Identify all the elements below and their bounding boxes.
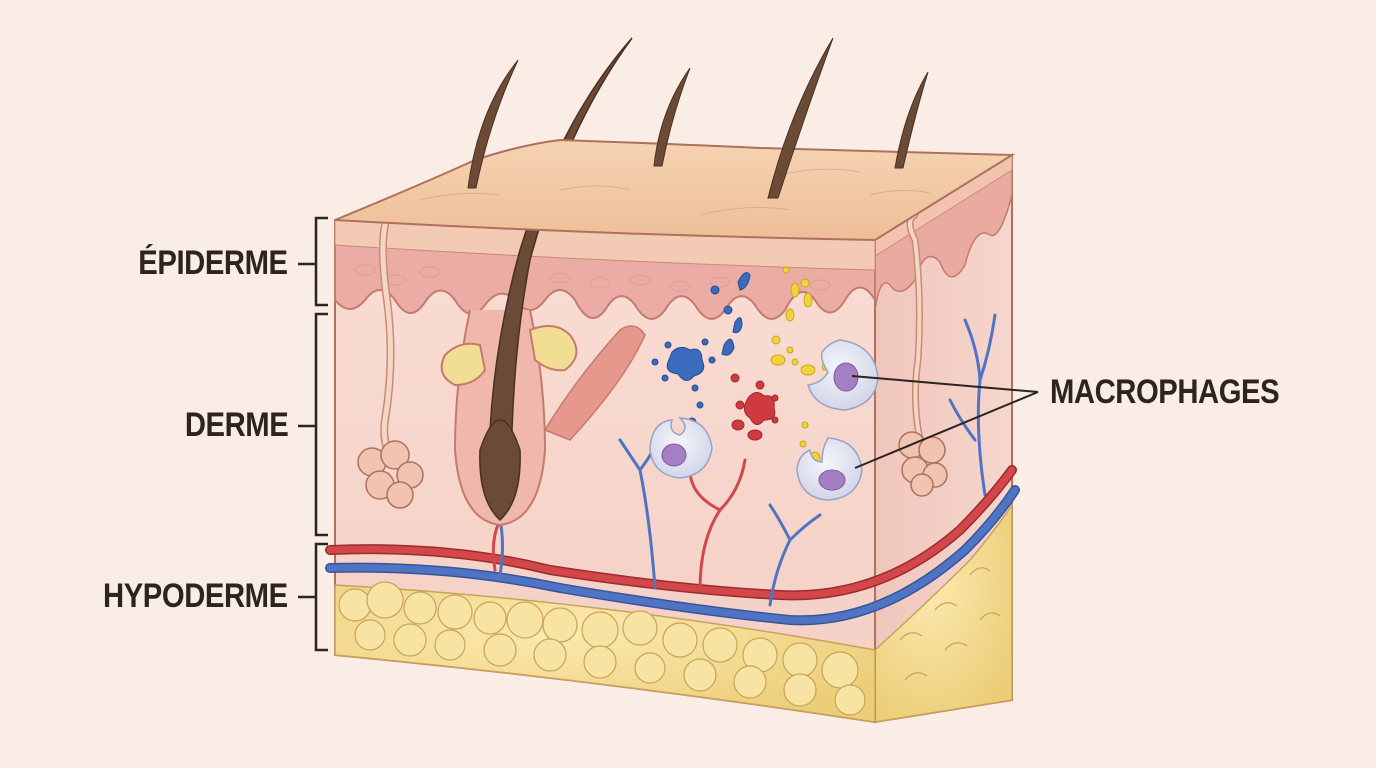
macrophage-cell-2	[796, 437, 863, 501]
antigen-particles	[651, 266, 829, 465]
macrophage-callout-lines	[851, 375, 1039, 469]
macrophage-cell-3	[649, 417, 713, 479]
sweat-gland-coil-left	[357, 440, 424, 509]
surface-hairs	[467, 37, 929, 199]
epidermis-bracket	[298, 216, 328, 307]
block-right-face	[874, 153, 1013, 724]
hypodermis-bracket	[298, 542, 328, 652]
layer-brackets	[298, 216, 328, 652]
fat-lobules	[338, 581, 866, 716]
dermis-bracket	[298, 312, 328, 537]
arrector-pili-muscle	[543, 325, 646, 441]
label-hypodermis: HYPODERME	[103, 577, 288, 615]
blue-particles	[651, 272, 751, 427]
label-epidermis: ÉPIDERME	[138, 244, 289, 282]
label-macrophages: MACROPHAGES	[1050, 373, 1280, 411]
macrophage-cell-1	[807, 339, 879, 411]
hair-bulb	[479, 419, 521, 522]
sebaceous-gland	[440, 342, 487, 387]
block-front-face	[325, 37, 1020, 724]
red-particles	[730, 373, 779, 441]
label-dermis: DERME	[184, 406, 289, 444]
